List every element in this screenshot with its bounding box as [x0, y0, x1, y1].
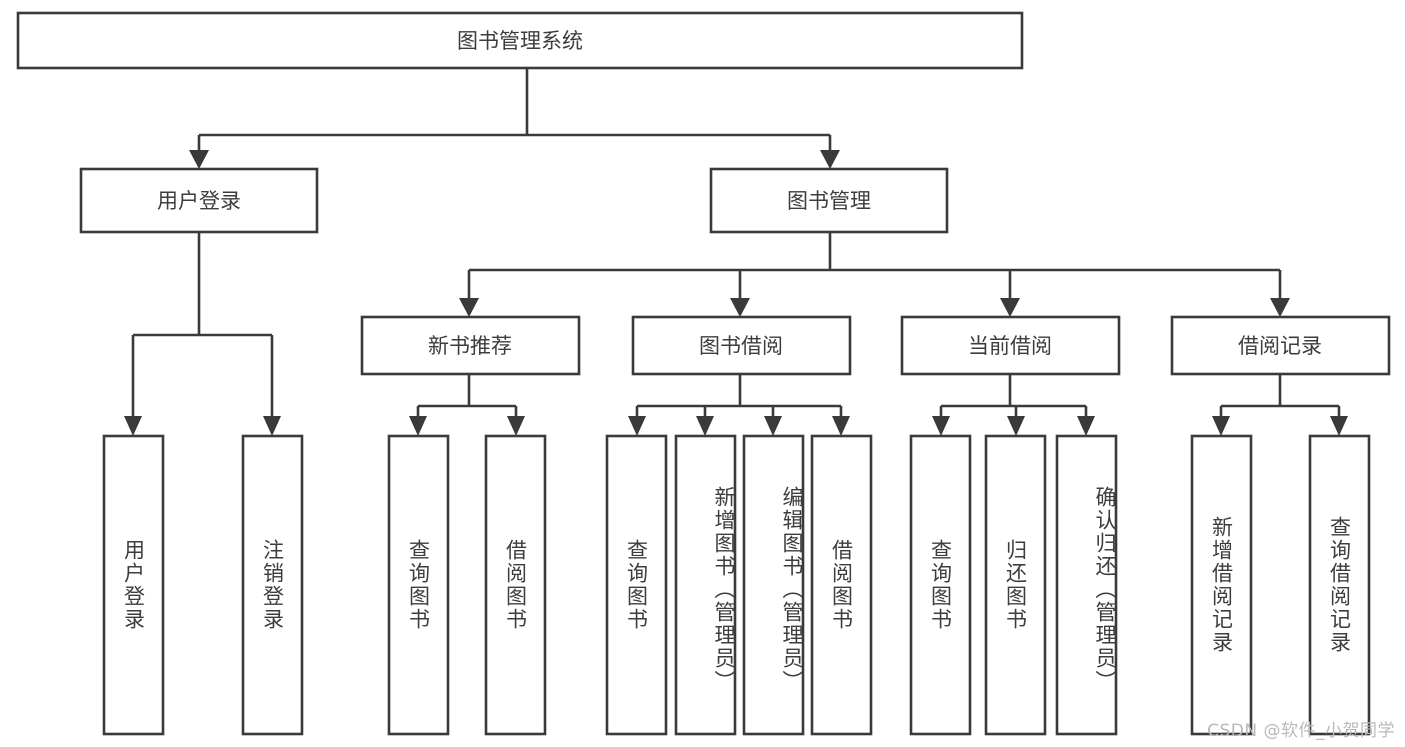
node-user-login-do-box[interactable]: [102, 434, 165, 736]
node-current-confirm-return-box[interactable]: [1055, 434, 1118, 736]
node-current-borrow[interactable]: 当前借阅: [900, 315, 1121, 376]
connector-group-user-login-children: [124, 232, 281, 436]
node-borrow-query-book-box[interactable]: [605, 434, 668, 736]
connector-group-current-borrow-children: [932, 374, 1095, 436]
node-borrow-record[interactable]: 借阅记录: [1170, 315, 1391, 376]
node-book-management-label: 图书管理: [787, 189, 871, 213]
node-book-management-box[interactable]: [709, 167, 949, 234]
node-new-book-recommend-label: 新书推荐: [428, 334, 512, 358]
node-borrow-add-book-box[interactable]: [674, 434, 737, 736]
connector-group-borrow-record-children: [1212, 374, 1348, 436]
node-root[interactable]: 图书管理系统: [16, 11, 1024, 70]
node-current-return-book-box[interactable]: [984, 434, 1047, 736]
arrow-head-book-management: [820, 150, 840, 169]
arrow-head-current-confirm-return: [1077, 416, 1095, 436]
node-borrow-edit-book-box[interactable]: [742, 434, 805, 736]
arrow-head-book-borrow: [730, 298, 750, 317]
connector-group-new-book-recommend-children: [409, 374, 525, 436]
arrow-head-record-query: [1330, 416, 1348, 436]
arrow-head-user-logout: [263, 416, 281, 436]
node-borrow-borrow-book-box[interactable]: [810, 434, 873, 736]
node-root-box[interactable]: [16, 11, 1024, 70]
node-new-book-recommend[interactable]: 新书推荐: [360, 315, 581, 376]
arrow-head-new-book-recommend: [459, 298, 479, 317]
connector-group-book-borrow-children: [628, 374, 850, 436]
node-root-label: 图书管理系统: [457, 29, 583, 53]
node-book-borrow[interactable]: 图书借阅: [631, 315, 852, 376]
node-book-borrow-label: 图书借阅: [699, 334, 783, 358]
node-user-login[interactable]: 用户登录: [79, 167, 319, 234]
arrow-head-recommend-borrow-book: [507, 416, 525, 436]
arrow-head-borrow-record: [1270, 298, 1290, 317]
node-book-borrow-box[interactable]: [631, 315, 852, 376]
arrow-head-borrow-query-book: [628, 416, 646, 436]
watermark-text: CSDN @软件_小贺同学: [1207, 721, 1395, 741]
arrow-head-borrow-borrow-book: [832, 416, 850, 436]
node-record-query-box[interactable]: [1308, 434, 1371, 736]
node-record-add-box[interactable]: [1190, 434, 1253, 736]
node-borrow-record-label: 借阅记录: [1238, 334, 1322, 358]
arrow-head-current-borrow: [1000, 298, 1020, 317]
node-user-logout-box[interactable]: [241, 434, 304, 736]
node-current-borrow-box[interactable]: [900, 315, 1121, 376]
arrow-head-user-login-do: [124, 416, 142, 436]
node-user-login-box[interactable]: [79, 167, 319, 234]
arrow-head-borrow-edit-book: [764, 416, 782, 436]
node-new-book-recommend-box[interactable]: [360, 315, 581, 376]
node-book-management[interactable]: 图书管理: [709, 167, 949, 234]
arrow-head-borrow-add-book: [696, 416, 714, 436]
arrow-head-recommend-query-book: [409, 416, 427, 436]
node-current-borrow-label: 当前借阅: [968, 334, 1052, 358]
node-recommend-borrow-book-box[interactable]: [484, 434, 547, 736]
leaf-box-group: [102, 434, 1371, 736]
arrow-head-current-return-book: [1007, 416, 1025, 436]
connector-group-book-management-children: [459, 232, 1290, 317]
node-borrow-record-box[interactable]: [1170, 315, 1391, 376]
node-current-query-book-box[interactable]: [909, 434, 972, 736]
node-user-login-label: 用户登录: [157, 189, 241, 213]
arrow-head-user-login: [189, 150, 209, 169]
connector-group-root-to-level2: [189, 68, 840, 169]
arrow-head-current-query-book: [932, 416, 950, 436]
node-recommend-query-book-box[interactable]: [387, 434, 450, 736]
arrow-head-record-add: [1212, 416, 1230, 436]
